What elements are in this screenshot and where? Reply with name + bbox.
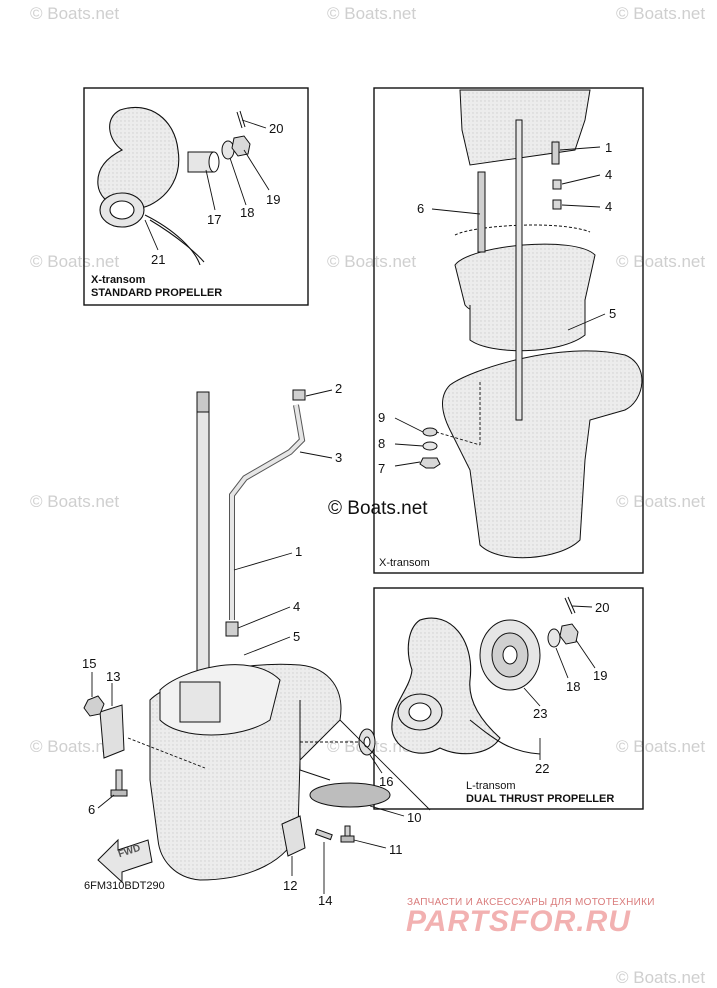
brand-logo-text: PARTSFOR.RU [406,905,631,938]
watermark: © Boats.net [327,252,417,271]
collar-4 [225,621,239,637]
tube-1-x [551,141,562,210]
panel-x-transom-frame [373,87,644,574]
callout-11: 11 [389,842,403,857]
bolt-11 [340,825,355,843]
callout-18-l: 18 [566,679,581,694]
callout-19: 19 [266,192,281,207]
callout-7: 7 [378,461,386,476]
watermark: © Boats.net [616,252,706,271]
watermark: © Boats.net [30,492,120,511]
watermark: © Boats.net [30,4,120,23]
callout-4-x-upper: 4 [605,167,613,182]
callout-2: 2 [335,381,343,396]
callout-21: 21 [151,252,166,267]
callout-3: 3 [335,450,343,465]
panel-x-standard-frame [83,87,309,306]
nut-19 [231,135,251,157]
panel-x-standard-caption-line2: STANDARD PROPELLER [91,287,223,299]
leader-lines-panel1 [144,119,270,251]
panel-l-dual-frame [373,587,644,810]
nut-15 [83,695,105,717]
panel-l-dual-caption-line1: L-transom [466,780,516,792]
plate-10 [309,782,391,808]
propeller-dual-thrust [391,617,541,755]
panel-x-standard-caption-line1: X-transom [91,274,146,286]
callout-13: 13 [106,669,121,684]
callout-15: 15 [82,656,97,671]
callout-6: 6 [88,802,96,817]
watermark: © Boats.net [327,4,417,23]
bolt-14 [314,828,333,841]
panel-x-transom-caption: X-transom [379,557,430,569]
watermark: © Boats.net [30,737,120,756]
watermark: © Boats.net [616,968,706,987]
callout-23: 23 [533,706,548,721]
callout-14: 14 [318,893,333,908]
callout-5: 5 [293,629,301,644]
shift-rod-tube [229,404,306,620]
callout-20-l: 20 [595,600,610,615]
nut-19-l [559,623,579,645]
watermark: © Boats.net [30,252,120,271]
washer-18-l [547,628,561,648]
callout-1-x: 1 [605,140,613,155]
shaft-x-transom [515,119,523,421]
callout-10: 10 [407,810,422,825]
bolt-6 [110,769,128,797]
callout-18: 18 [240,205,255,220]
fwd-arrow [97,838,153,884]
lower-casing [149,663,342,881]
brand-tagline: ЗАПЧАСТИ И АКСЕССУАРЫ ДЛЯ МОТОТЕХНИКИ [407,897,655,908]
stud-6-x [477,171,486,253]
x-transom-housing [442,89,643,559]
watermark: © Boats.net [616,737,706,756]
leader-lines-main [91,389,431,894]
propeller-standard [97,106,205,266]
cotter-pin-20-l [564,596,576,615]
callout-20: 20 [269,121,284,136]
callout-1: 1 [295,544,303,559]
thrust-hub-23 [479,619,541,691]
watermark: © Boats.net [616,4,706,23]
cotter-pin-20 [236,110,246,129]
callout-5-x: 5 [609,306,617,321]
callout-16: 16 [379,774,394,789]
spacer-17 [187,151,220,173]
callout-4: 4 [293,599,301,614]
callout-19-l: 19 [593,668,608,683]
callout-22: 22 [535,761,550,776]
grommet-2 [292,389,306,401]
panel-l-dual-caption-line2: DUAL THRUST PROPELLER [466,793,615,805]
callout-9: 9 [378,410,386,425]
leader-lines-panel3 [523,605,596,760]
anode-12 [281,815,306,857]
diagram-code: 6FM310BDT290 [84,880,165,892]
drive-shaft [196,391,210,683]
washer-18 [221,140,235,160]
callout-4-x-lower: 4 [605,199,613,214]
callout-17: 17 [207,212,222,227]
bracket-13 [99,704,125,759]
washers-x [419,427,441,469]
copyright-text: © Boats.net [328,498,428,519]
callout-12: 12 [283,878,298,893]
leader-lines-panel2 [394,146,606,467]
callout-6-x: 6 [417,201,425,216]
callout-8: 8 [378,436,386,451]
watermark: © Boats.net [616,492,706,511]
washer-16 [358,728,376,756]
